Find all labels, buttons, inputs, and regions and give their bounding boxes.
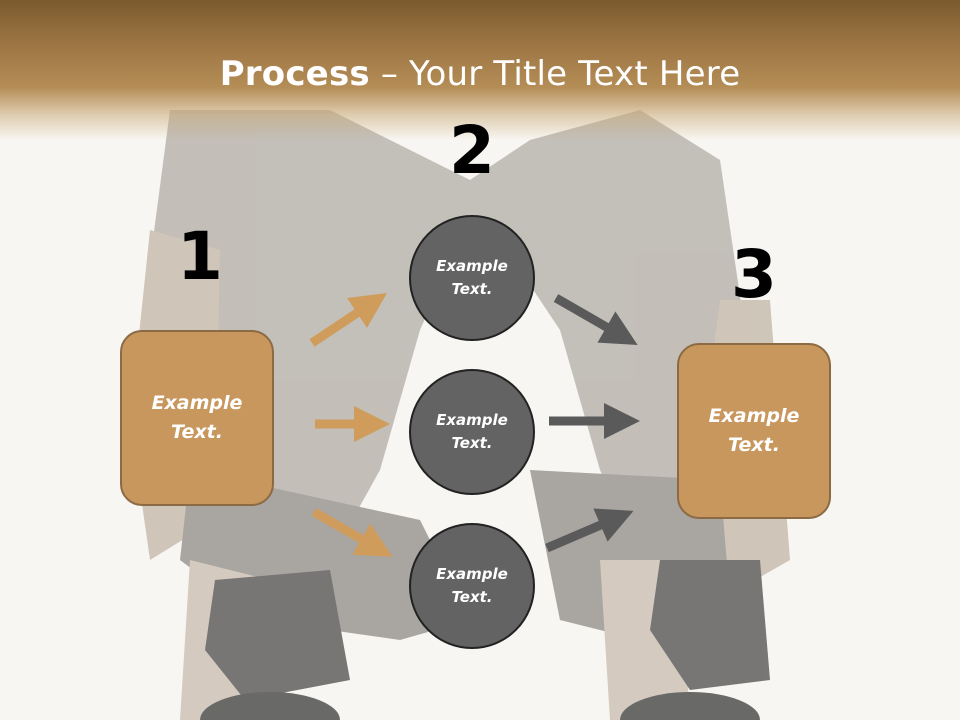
step-number-1: 1 (177, 218, 223, 295)
title-rest: – Your Title Text Here (369, 54, 741, 94)
step-number-2: 2 (449, 112, 495, 189)
header-band (0, 0, 960, 140)
step-number-3: 3 (731, 236, 777, 313)
page-title: Process – Your Title Text Here (0, 52, 960, 96)
title-bold: Process (219, 54, 370, 94)
